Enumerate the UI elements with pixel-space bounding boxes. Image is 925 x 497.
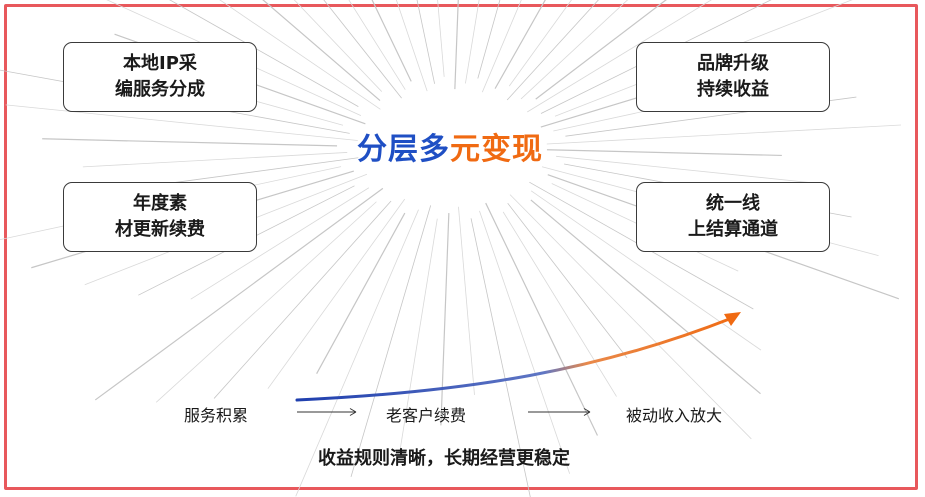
ray-line [219, 0, 381, 110]
title-part-orange: 元变现 [450, 132, 543, 167]
box-line: 年度素 [133, 193, 187, 214]
title-part-blue: 分层多 [357, 132, 450, 167]
summary-text: 收益规则清晰，长期经营更稳定 [318, 448, 570, 469]
ray-line [416, 0, 436, 84]
box-line: 持续收益 [697, 79, 769, 100]
box-line: 品牌升级 [697, 53, 769, 74]
ray-line [155, 201, 377, 403]
box-line: 上结算通道 [688, 219, 778, 240]
ray-line [395, 0, 428, 92]
ray-line [293, 0, 383, 92]
ray-line [556, 155, 820, 184]
ray-line [508, 0, 572, 87]
ray-line [213, 200, 392, 399]
ray-line [267, 198, 406, 389]
box-brand-upgrade: 品牌升级 持续收益 [636, 42, 830, 112]
ray-line [485, 202, 599, 436]
ray-line [546, 124, 901, 145]
ray-line [94, 187, 384, 401]
ray-line [437, 0, 445, 77]
ray-line [316, 212, 406, 375]
ray-line [520, 0, 629, 100]
ray-line [535, 0, 667, 100]
ray-line [479, 210, 571, 474]
ray-line [477, 0, 501, 79]
ray-line [507, 202, 628, 359]
ray-line [82, 152, 348, 168]
box-annual-renewal: 年度素 材更新续费 [63, 182, 257, 252]
box-line: 统一线 [706, 193, 760, 214]
ray-line [350, 205, 432, 478]
page-frame [4, 4, 918, 490]
ray-line [494, 0, 546, 89]
ray-line [169, 0, 359, 107]
box-line: 本地IP采 [123, 53, 197, 74]
ray-line [323, 0, 402, 99]
diagram-title: 分层多元变现 [330, 124, 570, 168]
box-line: 材更新续费 [115, 219, 205, 240]
ray-line [527, 0, 712, 113]
box-line: 编服务分成 [115, 79, 205, 100]
ray-line [481, 0, 522, 93]
ray-line [502, 211, 617, 397]
box-unified-settlement: 统一线 上结算通道 [636, 182, 830, 252]
ray-line [42, 138, 338, 147]
ray-line [465, 0, 480, 84]
flow-step-accumulate: 服务积累 [184, 406, 249, 425]
flow-step-passive-income: 被动收入放大 [626, 406, 723, 425]
ray-line [454, 0, 459, 90]
ray-line [262, 0, 381, 102]
ray-line [190, 187, 370, 300]
ray-line [348, 0, 406, 90]
ray-line [546, 149, 782, 157]
flow-step-renewal: 老客户续费 [386, 406, 467, 425]
ray-line [5, 104, 358, 141]
box-local-ip-service: 本地IP采 编服务分成 [63, 42, 257, 112]
ray-line [440, 213, 450, 426]
ray-line [540, 0, 772, 114]
ray-line [371, 0, 412, 82]
ray-line [458, 206, 475, 395]
ray-line [506, 0, 599, 101]
